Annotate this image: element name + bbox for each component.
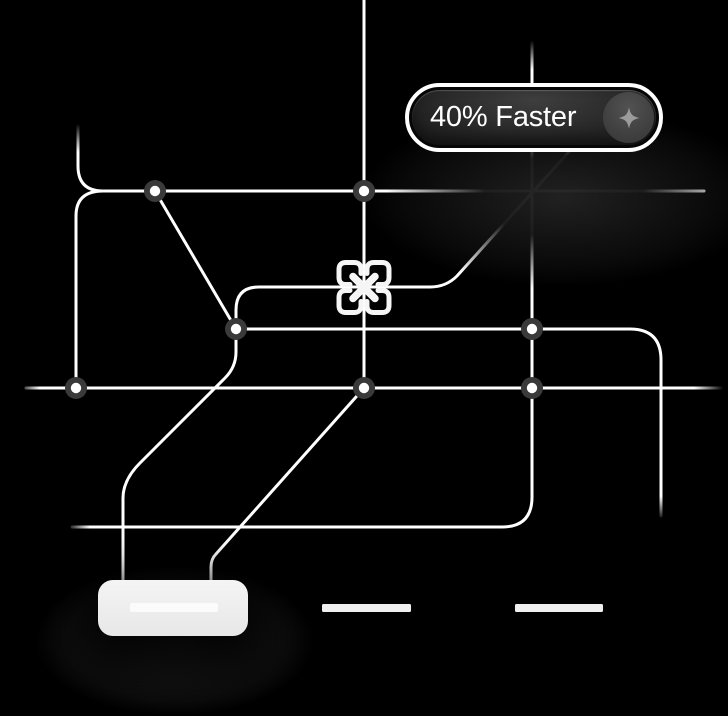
map-node-core (526, 382, 538, 394)
clover-petal (364, 260, 392, 287)
faster-badge-label: 40% Faster (430, 101, 577, 133)
sparkle-icon (618, 107, 639, 128)
map-line (234, 327, 663, 518)
map-line (153, 189, 238, 331)
map-node-core (149, 185, 161, 197)
station-card (98, 580, 248, 636)
map-node-core (526, 323, 538, 335)
map-dashes (322, 604, 603, 612)
map-line (209, 386, 366, 584)
map-line (70, 38, 534, 529)
map-node-core (230, 323, 242, 335)
sparkle-button[interactable] (603, 92, 654, 143)
map-svg (24, 0, 724, 612)
clover-petal (364, 288, 392, 315)
dash-segment (322, 604, 411, 612)
map-node-core (358, 185, 370, 197)
sparkle-icon-path (618, 107, 639, 128)
station-card-bar (130, 603, 218, 612)
faster-badge[interactable]: 40% Faster (405, 83, 663, 152)
map-node-core (358, 382, 370, 394)
map-nodes (65, 180, 543, 399)
clover-icon (336, 260, 392, 315)
clover-cross (349, 272, 379, 303)
metro-graphic: 40% Faster (12, 0, 728, 716)
map-line (121, 327, 238, 584)
map-node-core (70, 382, 82, 394)
faster-badge-pill: 40% Faster (412, 90, 656, 145)
clover-petal (336, 260, 364, 287)
map-line (74, 189, 105, 390)
dash-segment (515, 604, 603, 612)
clover-petal (336, 288, 364, 315)
